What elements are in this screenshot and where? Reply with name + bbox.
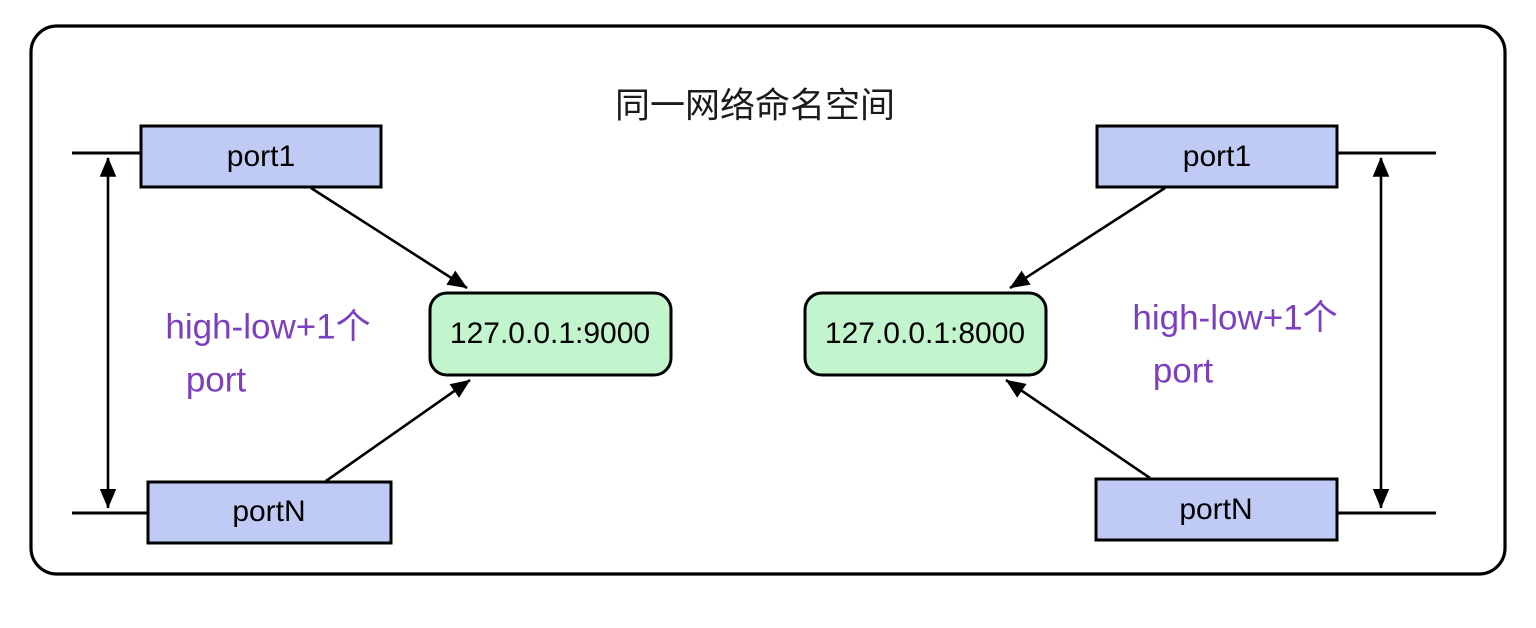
- left-range-annotation-line1: high-low+1个: [165, 307, 370, 346]
- left-port1-label: port1: [227, 140, 295, 173]
- right-portn-label: portN: [1179, 493, 1252, 526]
- left-address-label: 127.0.0.1:9000: [450, 317, 650, 350]
- right-address-label: 127.0.0.1:8000: [825, 317, 1025, 350]
- right-range-annotation-line1: high-low+1个: [1132, 298, 1337, 337]
- right-port1-label: port1: [1183, 140, 1251, 173]
- right-port1-to-address-arrow: [1009, 186, 1166, 290]
- right-address-box: [803, 291, 1048, 377]
- right-port1-box: [1095, 124, 1339, 189]
- diagram-title: 同一网络命名空间: [615, 86, 895, 125]
- left-portn-label: portN: [232, 495, 305, 528]
- left-port1-to-address-arrow: [310, 186, 468, 290]
- right-portn-box: [1094, 477, 1339, 542]
- left-range-annotation-line2: port: [186, 360, 247, 399]
- left-portn-to-address-arrow: [325, 378, 471, 483]
- left-port1-box: [139, 124, 383, 189]
- left-portn-box: [146, 480, 393, 545]
- left-address-box: [428, 291, 673, 377]
- right-range-annotation-line2: port: [1153, 351, 1214, 390]
- right-portn-to-address-arrow: [1005, 378, 1151, 480]
